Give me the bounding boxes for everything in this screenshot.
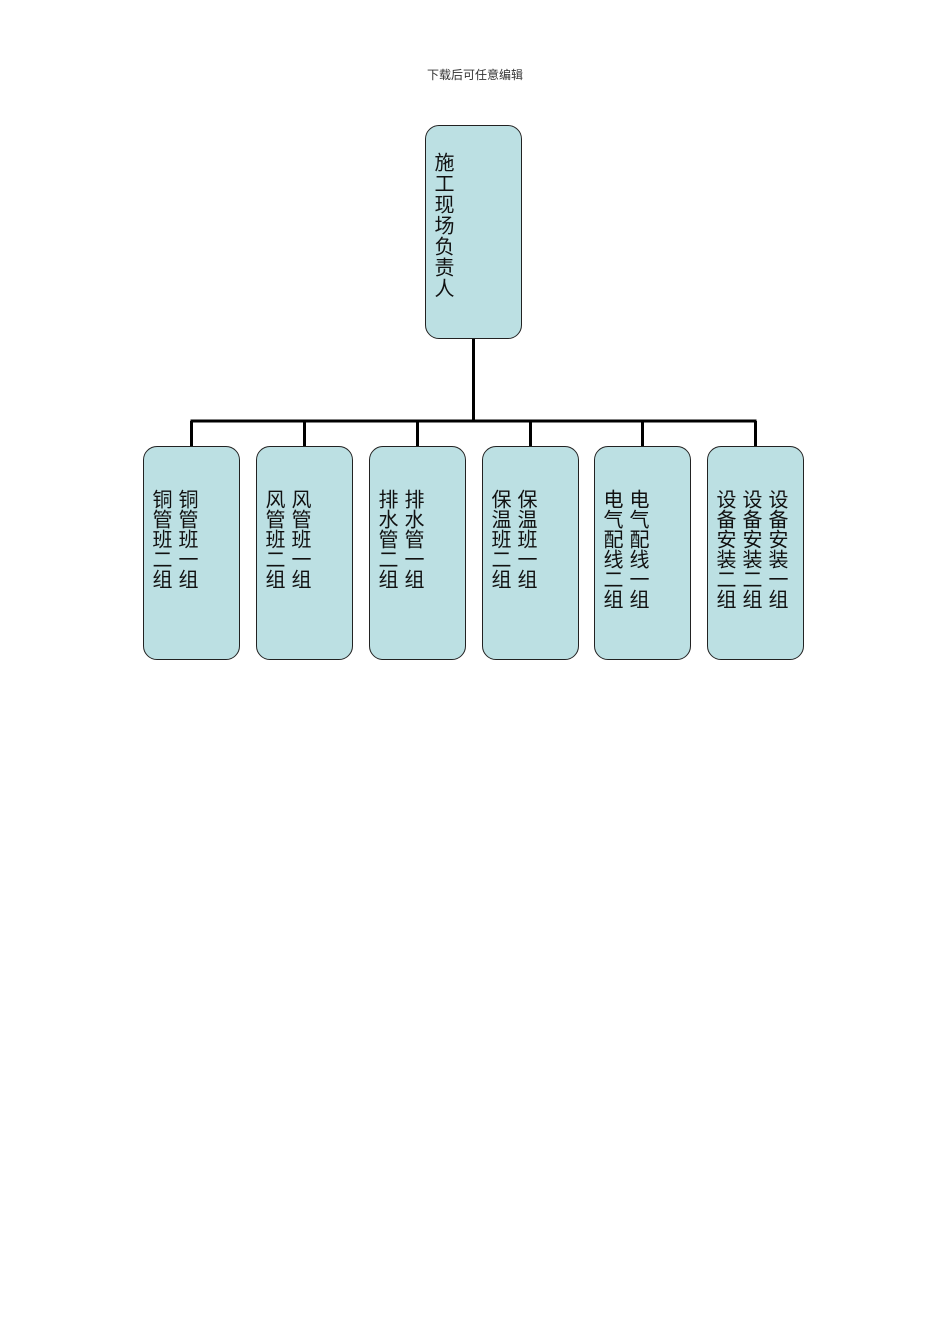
header-note: 下载后可任意编辑 <box>426 68 523 82</box>
child-node-label: 电气配线一组 电气配线二组 <box>600 489 650 609</box>
child-node-label: 风管班一组 风管班二组 <box>262 489 312 589</box>
child-node-box: 铜管班一组 铜管班二组 <box>143 446 240 660</box>
child-node-box: 电气配线一组 电气配线二组 <box>594 446 691 660</box>
child-node-box: 保温班一组 保温班二组 <box>482 446 579 660</box>
child-node-label: 排水管一组 排水管二组 <box>375 489 425 589</box>
child-node-box: 设备安装一组 设备安装二组 设备安装二组 <box>707 446 804 660</box>
child-node-label: 设备安装一组 设备安装二组 设备安装二组 <box>713 489 789 609</box>
child-node-box: 风管班一组 风管班二组 <box>256 446 353 660</box>
root-node-label: 施工现场负责人 <box>431 152 455 299</box>
child-node-label: 保温班一组 保温班二组 <box>488 489 538 589</box>
root-node-box: 施工现场负责人 <box>425 125 522 339</box>
child-node-label: 铜管班一组 铜管班二组 <box>149 489 199 589</box>
child-node-box: 排水管一组 排水管二组 <box>369 446 466 660</box>
